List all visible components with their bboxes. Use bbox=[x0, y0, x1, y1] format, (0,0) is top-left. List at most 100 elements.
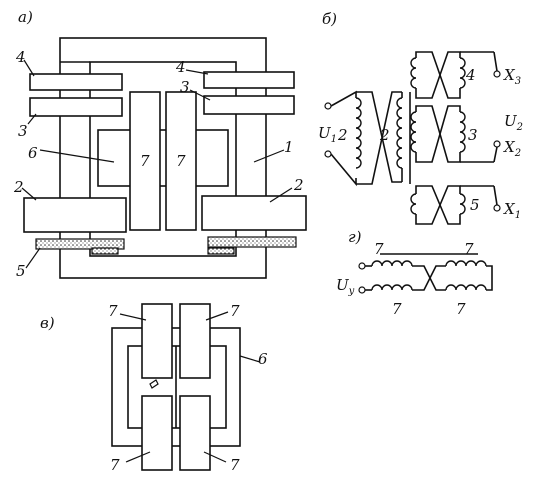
outer-frame-v bbox=[111, 327, 241, 447]
label-g-bl: 7 bbox=[392, 300, 402, 318]
terminal-x2 bbox=[493, 140, 501, 148]
panel-v-label: в) bbox=[40, 314, 55, 332]
leader-v-6 bbox=[239, 355, 261, 363]
cross-wire-1 bbox=[356, 91, 402, 183]
label-v-6: 6 bbox=[258, 350, 268, 368]
wire-x3-drop bbox=[493, 51, 498, 72]
leader-v-bl bbox=[125, 451, 151, 463]
label-x2: X2 bbox=[503, 138, 521, 159]
coil-2-right bbox=[201, 195, 307, 231]
label-w5: 5 bbox=[470, 196, 480, 214]
coil-7-top-left bbox=[371, 260, 413, 267]
coil-3-left bbox=[29, 97, 123, 117]
shunt-5-inner-left bbox=[91, 247, 119, 255]
label-2-right: 2 bbox=[293, 176, 304, 194]
label-2-left: 2 bbox=[13, 178, 24, 196]
winding-3-right-coil bbox=[459, 111, 466, 153]
coil-2-left bbox=[23, 197, 127, 233]
winding-5-right-coil bbox=[459, 193, 466, 215]
leader-2-left bbox=[21, 187, 37, 201]
label-x3: X3 bbox=[503, 66, 521, 87]
cross-g-a bbox=[412, 265, 446, 291]
leader-v-tl bbox=[119, 313, 147, 321]
label-v-bl: 7 bbox=[110, 456, 120, 474]
wire-x2-rise bbox=[493, 146, 498, 163]
terminal-x1 bbox=[493, 204, 501, 212]
coil-7-top-right bbox=[445, 260, 487, 267]
leader-3-right bbox=[189, 89, 211, 101]
label-w3: 3 bbox=[468, 126, 478, 144]
leader-v-br bbox=[203, 451, 227, 463]
coil-7-bottom-left bbox=[371, 284, 413, 291]
coil-7-v-top-left bbox=[141, 303, 173, 379]
coil-7-center-left bbox=[129, 91, 161, 231]
terminal-vy-top bbox=[358, 262, 366, 270]
winding-4-cross-a bbox=[415, 51, 461, 99]
leader-v-tr bbox=[205, 311, 229, 321]
label-v-tl: 7 bbox=[108, 302, 118, 320]
terminal-x3 bbox=[493, 70, 501, 78]
winding-4-cross-b bbox=[415, 51, 461, 99]
label-x1: X1 bbox=[503, 200, 521, 221]
label-5: 5 bbox=[16, 262, 26, 280]
coil-7-v-bottom-left bbox=[141, 395, 173, 471]
terminal-vy-bottom bbox=[358, 286, 366, 294]
label-v2: U2 bbox=[504, 112, 523, 133]
wire-x1-drop bbox=[493, 185, 498, 206]
winding-4-left-coil bbox=[410, 57, 417, 89]
leader-5 bbox=[25, 247, 41, 269]
cross-wire-2 bbox=[356, 91, 402, 185]
label-vy: Uy bbox=[336, 276, 355, 297]
winding-3-left-coil bbox=[410, 111, 417, 153]
label-7-b: 7 bbox=[176, 152, 186, 170]
label-4-left: 4 bbox=[15, 48, 26, 66]
winding-2-right-coil bbox=[396, 97, 403, 169]
label-7-a: 7 bbox=[140, 152, 150, 170]
shunt-5-right bbox=[207, 236, 297, 248]
label-g-tl: 7 bbox=[374, 240, 384, 258]
panel-g-control-winding: г) Uy 7 7 7 7 bbox=[336, 228, 493, 318]
leader-1 bbox=[253, 149, 285, 163]
central-leg-6 bbox=[97, 129, 229, 187]
leader-3-left bbox=[27, 113, 37, 125]
label-3-right: 3 bbox=[180, 78, 190, 96]
label-v1: U1 bbox=[318, 124, 337, 145]
winding-5-cross-b bbox=[415, 185, 461, 225]
leader-4-right bbox=[185, 69, 209, 75]
coil-7-v-top-right bbox=[179, 303, 211, 379]
label-v-tr: 7 bbox=[230, 302, 240, 320]
panel-b-label: б) bbox=[322, 10, 337, 28]
winding-3-cross-a bbox=[415, 105, 461, 163]
panel-a-label: а) bbox=[18, 8, 33, 26]
winding-5-cross-a bbox=[415, 185, 461, 225]
cross-g-b bbox=[412, 265, 446, 291]
winding-2-left-coil bbox=[355, 97, 362, 169]
label-w2-right: 2 bbox=[379, 126, 390, 144]
label-3-left: 3 bbox=[18, 122, 28, 140]
label-w4: 4 bbox=[465, 66, 476, 84]
outer-core-frame bbox=[59, 37, 267, 279]
coil-7-center-right bbox=[165, 91, 197, 231]
terminal-v1-bottom bbox=[324, 150, 332, 158]
return-wire-g bbox=[486, 265, 493, 291]
panel-v-core-arrangement: в) 7 7 7 7 6 bbox=[40, 302, 268, 474]
coil-4-left bbox=[29, 73, 123, 91]
winding-4-right-coil bbox=[459, 57, 466, 89]
coil-7-bottom-right bbox=[445, 284, 487, 291]
winding-3-cross-b bbox=[415, 105, 461, 163]
panel-g-label: г) bbox=[348, 228, 362, 246]
label-v-br: 7 bbox=[230, 456, 240, 474]
label-1: 1 bbox=[284, 138, 294, 156]
shunt-5-inner-right bbox=[207, 247, 235, 255]
coil-3-right bbox=[203, 95, 295, 115]
wire-v1-top bbox=[330, 90, 357, 107]
label-w2-left: 2 bbox=[337, 126, 348, 144]
inner-frame-v bbox=[127, 345, 227, 429]
label-g-br: 7 bbox=[456, 300, 466, 318]
leader-6 bbox=[39, 149, 115, 163]
label-g-tr: 7 bbox=[464, 240, 474, 258]
leader-4-left bbox=[23, 59, 35, 77]
panel-a-core-diagram: а) 4 bbox=[13, 8, 307, 280]
inner-core-window bbox=[89, 61, 237, 257]
